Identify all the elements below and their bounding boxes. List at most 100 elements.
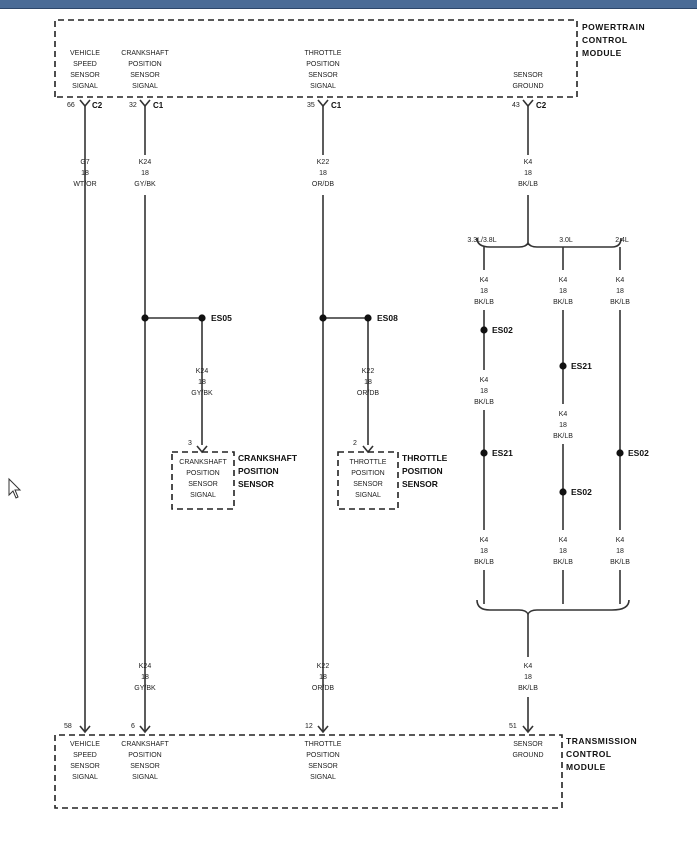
splice-label-es02-a: ES02 — [492, 325, 513, 335]
svg-text:K4: K4 — [524, 159, 533, 166]
splice-dot-es21-a — [480, 449, 488, 457]
pcm-conn-ckp: C1 — [153, 101, 164, 110]
svg-text:SIGNAL: SIGNAL — [190, 492, 216, 499]
svg-text:K4: K4 — [480, 537, 489, 544]
splice-label-es08: ES08 — [377, 313, 398, 323]
svg-text:GROUND: GROUND — [512, 83, 543, 90]
tcm-module-outline — [54, 734, 563, 809]
svg-text:BK/LB: BK/LB — [553, 559, 573, 566]
tps-sensor-title-2: POSITION — [402, 466, 443, 476]
engine-option-a: 3.3L/3.8L — [467, 237, 496, 244]
svg-text:POSITION: POSITION — [351, 470, 384, 477]
svg-text:POSITION: POSITION — [128, 61, 161, 68]
ckp-sensor-fork — [196, 445, 208, 454]
tcm-module-title-2: CONTROL — [566, 749, 612, 759]
svg-text:18: 18 — [559, 288, 567, 295]
tcm-module-title-1: TRANSMISSION — [566, 736, 637, 746]
engine-option-c: 2.4L — [615, 237, 629, 244]
wire-label-ckp: K24 18 GY/BK — [134, 159, 156, 188]
tcm-module: TRANSMISSION CONTROL MODULE — [54, 734, 637, 809]
pcm-conn-tps: C1 — [331, 101, 342, 110]
svg-text:BK/LB: BK/LB — [610, 559, 630, 566]
svg-text:THROTTLE: THROTTLE — [305, 50, 342, 57]
svg-text:K4: K4 — [559, 411, 568, 418]
tcm-vss-label: VEHICLE SPEED SENSOR SIGNAL — [70, 741, 100, 781]
wire-label-vss: G7 18 WT/OR — [73, 159, 96, 188]
svg-text:POSITION: POSITION — [128, 752, 161, 759]
svg-text:VEHICLE: VEHICLE — [70, 741, 100, 748]
wire-label-ckp-lower: K24 18 GY/BK — [134, 663, 156, 692]
k4-label-a1: K4 18 BK/LB — [474, 277, 494, 306]
svg-text:THROTTLE: THROTTLE — [350, 459, 387, 466]
svg-text:SENSOR: SENSOR — [70, 72, 100, 79]
svg-text:POSITION: POSITION — [306, 752, 339, 759]
k4-label-c1: K4 18 BK/LB — [610, 277, 630, 306]
svg-text:18: 18 — [480, 388, 488, 395]
svg-text:18: 18 — [524, 170, 532, 177]
svg-text:K22: K22 — [317, 159, 330, 166]
pcm-ckp-label: CRANKSHAFT POSITION SENSOR SIGNAL — [121, 50, 169, 90]
svg-text:K4: K4 — [524, 663, 533, 670]
svg-text:SENSOR: SENSOR — [130, 763, 160, 770]
splice-dot-es21-b — [559, 362, 567, 370]
ckp-sensor-title-2: POSITION — [238, 466, 279, 476]
svg-text:K24: K24 — [139, 663, 152, 670]
svg-text:POSITION: POSITION — [306, 61, 339, 68]
tcm-pin-fork-ckp — [139, 725, 151, 734]
svg-text:18: 18 — [319, 674, 327, 681]
tcm-ckp-label: CRANKSHAFT POSITION SENSOR SIGNAL — [121, 741, 169, 781]
svg-text:18: 18 — [480, 548, 488, 555]
pcm-module-title-2: CONTROL — [582, 35, 628, 45]
k4-label-b3: K4 18 BK/LB — [553, 537, 573, 566]
svg-text:18: 18 — [81, 170, 89, 177]
pcm-pin-fork-gnd — [522, 99, 534, 108]
svg-text:GY/BK: GY/BK — [134, 685, 156, 692]
svg-text:K4: K4 — [480, 377, 489, 384]
svg-text:18: 18 — [364, 379, 372, 386]
svg-text:K4: K4 — [559, 537, 568, 544]
svg-text:SENSOR: SENSOR — [130, 72, 160, 79]
svg-text:SIGNAL: SIGNAL — [132, 774, 158, 781]
splice-dot-es02-b — [559, 488, 567, 496]
svg-text:K4: K4 — [616, 277, 625, 284]
tcm-tps-label: THROTTLE POSITION SENSOR SIGNAL — [305, 741, 342, 781]
svg-text:GY/BK: GY/BK — [191, 390, 213, 397]
splice-dot-ckp-tap — [141, 314, 149, 322]
svg-text:BK/LB: BK/LB — [474, 559, 494, 566]
crankshaft-position-sensor: 3 CRANKSHAFT POSITION SENSOR SIGNAL CRAN… — [171, 440, 298, 510]
splice-dot-es05 — [198, 314, 206, 322]
svg-text:SENSOR: SENSOR — [353, 481, 383, 488]
svg-text:SPEED: SPEED — [73, 752, 97, 759]
svg-text:VEHICLE: VEHICLE — [70, 50, 100, 57]
tcm-pin-fork-vss — [79, 725, 91, 734]
pcm-tps-label: THROTTLE POSITION SENSOR SIGNAL — [305, 50, 342, 90]
wire-label-ckp-branch: K24 18 GY/BK — [191, 368, 213, 397]
tcm-gnd-label: SENSOR GROUND — [512, 741, 543, 759]
splice-dot-tps-tap — [319, 314, 327, 322]
svg-text:WT/OR: WT/OR — [73, 181, 96, 188]
pcm-module-outline — [54, 19, 578, 98]
svg-text:K22: K22 — [317, 663, 330, 670]
pcm-module: POWERTRAIN CONTROL MODULE — [54, 19, 645, 98]
svg-text:SIGNAL: SIGNAL — [310, 83, 336, 90]
k4-label-c2: K4 18 BK/LB — [610, 537, 630, 566]
svg-text:THROTTLE: THROTTLE — [305, 741, 342, 748]
wire-label-tps-branch: K22 18 OR/DB — [357, 368, 380, 397]
svg-text:SENSOR: SENSOR — [308, 763, 338, 770]
pcm-pins: 66 C2 32 C1 35 C1 43 C2 — [67, 99, 547, 110]
tcm-pin-ckp: 6 — [131, 723, 135, 730]
mouse-pointer-icon — [8, 477, 22, 499]
tps-sensor-box — [337, 451, 399, 510]
svg-text:OR/DB: OR/DB — [357, 390, 380, 397]
engine-option-brace-bottom — [476, 599, 630, 616]
splice-label-es02-b: ES02 — [571, 487, 592, 497]
svg-text:BK/LB: BK/LB — [553, 299, 573, 306]
wire-label-gnd: K4 18 BK/LB — [518, 159, 538, 188]
splice-dot-es08 — [364, 314, 372, 322]
svg-text:G7: G7 — [80, 159, 89, 166]
pcm-gnd-label: SENSOR GROUND — [512, 72, 543, 90]
svg-text:SENSOR: SENSOR — [70, 763, 100, 770]
engine-option-b: 3.0L — [559, 237, 573, 244]
svg-text:K24: K24 — [139, 159, 152, 166]
